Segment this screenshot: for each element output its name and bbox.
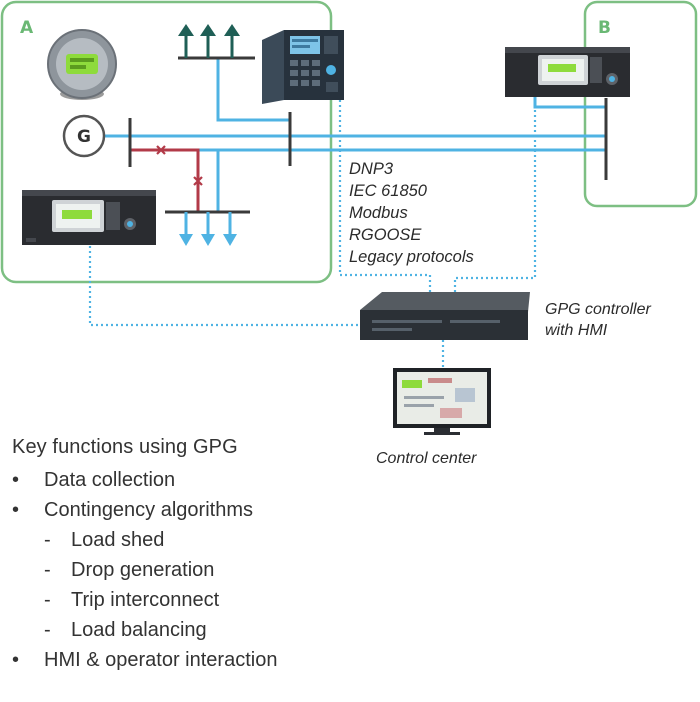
trip-x-icon <box>156 145 166 155</box>
protocol-list: DNP3 IEC 61850 Modbus RGOOSE Legacy prot… <box>349 160 474 266</box>
load-arrows <box>179 212 237 246</box>
protocol-label: IEC 61850 <box>349 182 428 200</box>
trip-x-icon <box>193 176 203 186</box>
controller-icon <box>360 292 530 340</box>
list-subitem: -Load balancing <box>44 619 207 641</box>
zone-a-boundary <box>0 0 333 284</box>
monitor-icon <box>393 368 491 435</box>
list-subitem: -Load shed <box>44 529 165 551</box>
smart-meter-icon <box>47 29 117 100</box>
comm-links <box>88 100 537 368</box>
power-lines <box>105 58 606 212</box>
zone-a-label: A <box>20 18 34 38</box>
controller-caption-line2: with HMI <box>545 322 608 339</box>
list-item: •Contingency algorithms <box>12 499 253 521</box>
protocol-label: RGOOSE <box>349 226 422 244</box>
list-item: •Data collection <box>12 469 176 491</box>
generator-symbol: G <box>77 127 91 147</box>
tripped-line <box>130 148 200 212</box>
protocol-label: Modbus <box>349 204 408 222</box>
export-arrows <box>178 24 240 58</box>
protocol-label: Legacy protocols <box>349 248 474 266</box>
protocol-label: DNP3 <box>349 160 394 178</box>
protection-relay-icon <box>262 30 344 104</box>
controller-caption-line1: GPG controller <box>545 301 651 318</box>
rack-relay-icon <box>22 190 156 245</box>
list-subitem: -Drop generation <box>44 559 215 581</box>
key-functions-panel: Key functions using GPG •Data collection… <box>12 436 432 675</box>
list-subitem: -Trip interconnect <box>44 589 220 611</box>
zone-b-label: B <box>598 18 611 38</box>
key-functions-title: Key functions using GPG <box>12 436 238 458</box>
generator-icon: G <box>62 114 106 158</box>
control-center-caption: Control center <box>376 450 477 467</box>
zone-b-boundary <box>583 0 698 208</box>
key-functions-list: •Data collection •Contingency algorithms… <box>12 465 432 675</box>
list-item: •HMI & operator interaction <box>12 649 278 671</box>
rack-relay-icon <box>505 47 630 97</box>
